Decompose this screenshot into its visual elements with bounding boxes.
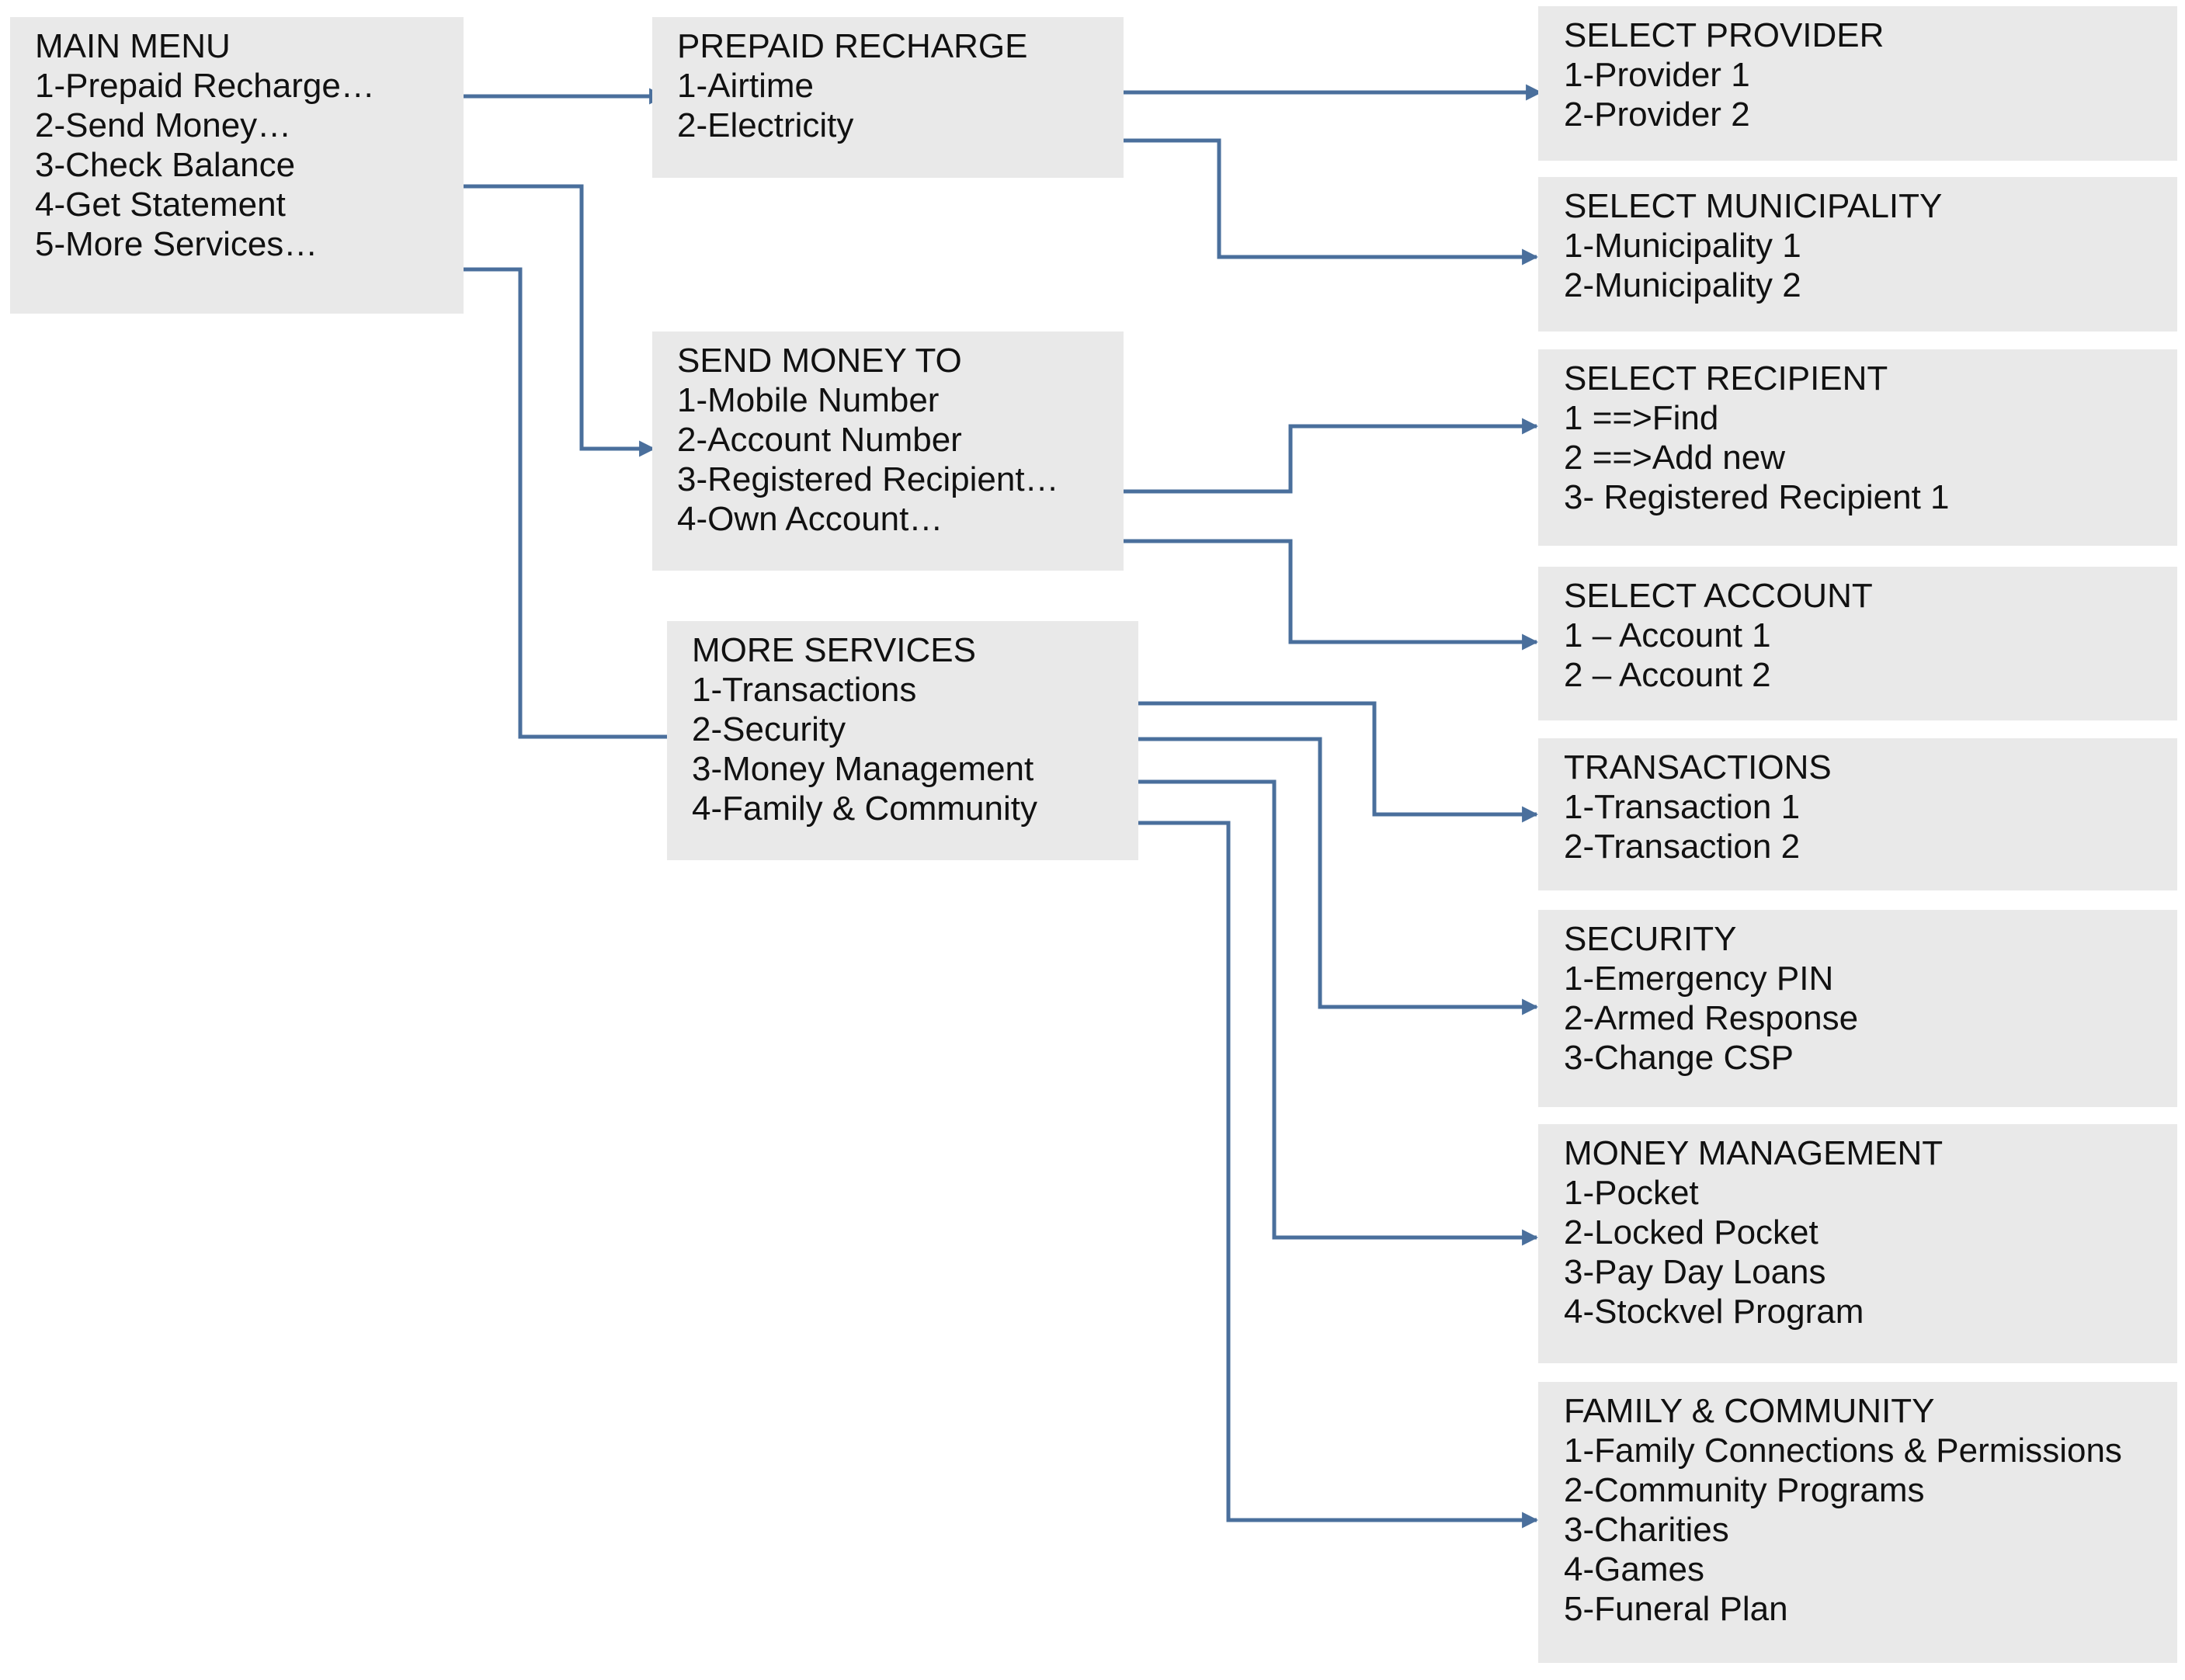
municipality-item-1[interactable]: 1-Municipality 1 [1564, 227, 1801, 265]
select-account-box: SELECT ACCOUNT 1 – Account 1 2 – Account… [1538, 567, 2177, 720]
main-menu-item-check-balance[interactable]: 3-Check Balance [35, 146, 296, 184]
send-money-item-account-number[interactable]: 2-Account Number [677, 421, 962, 459]
main-menu-title: MAIN MENU [35, 27, 231, 65]
main-menu-item-send-money[interactable]: 2-Send Money… [35, 106, 292, 144]
money-management-title: MONEY MANAGEMENT [1564, 1134, 1944, 1172]
prepaid-recharge-title: PREPAID RECHARGE [677, 27, 1028, 65]
family-item-games[interactable]: 4-Games [1564, 1550, 1704, 1588]
more-services-item-transactions[interactable]: 1-Transactions [692, 671, 917, 709]
money-item-pay-day-loans[interactable]: 3-Pay Day Loans [1564, 1253, 1826, 1291]
connector-registered-recipient [1052, 418, 1539, 494]
security-title: SECURITY [1564, 920, 1737, 958]
main-menu-item-get-statement[interactable]: 4-Get Statement [35, 186, 286, 224]
money-item-locked-pocket[interactable]: 2-Locked Pocket [1564, 1213, 1819, 1251]
more-services-title: MORE SERVICES [692, 631, 976, 669]
prepaid-item-electricity[interactable]: 2-Electricity [677, 106, 854, 144]
more-services-item-money-management[interactable]: 3-Money Management [692, 750, 1034, 788]
family-item-charities[interactable]: 3-Charities [1564, 1511, 1729, 1549]
security-item-change-csp[interactable]: 3-Change CSP [1564, 1039, 1794, 1077]
family-item-community-programs[interactable]: 2-Community Programs [1564, 1471, 1925, 1509]
connector-more-services [356, 267, 692, 745]
account-item-1[interactable]: 1 – Account 1 [1564, 616, 1771, 654]
municipality-item-2[interactable]: 2-Municipality 2 [1564, 266, 1801, 304]
select-municipality-title: SELECT MUNICIPALITY [1564, 187, 1943, 225]
connector-family-community [1064, 821, 1539, 1529]
recipient-item-add-new[interactable]: 2 ==>Add new [1564, 439, 1786, 477]
connector-own-account [1052, 539, 1539, 651]
security-item-armed-response[interactable]: 2-Armed Response [1564, 999, 1859, 1037]
money-management-box: MONEY MANAGEMENT 1-Pocket 2-Locked Pocke… [1538, 1124, 2177, 1363]
recipient-item-registered-1[interactable]: 3- Registered Recipient 1 [1564, 478, 1950, 516]
send-money-item-own-account[interactable]: 4-Own Account… [677, 500, 943, 538]
provider-item-2[interactable]: 2-Provider 2 [1564, 95, 1750, 134]
more-services-item-family-community[interactable]: 4-Family & Community [692, 790, 1037, 828]
family-community-title: FAMILY & COMMUNITY [1564, 1392, 1935, 1430]
main-menu-item-more-services[interactable]: 5-More Services… [35, 225, 318, 263]
send-money-item-mobile-number[interactable]: 1-Mobile Number [677, 381, 940, 419]
transactions-title: TRANSACTIONS [1564, 748, 1832, 786]
family-community-box: FAMILY & COMMUNITY 1-Family Connections … [1538, 1382, 2177, 1663]
money-item-stockvel-program[interactable]: 4-Stockvel Program [1564, 1293, 1864, 1331]
transactions-box: TRANSACTIONS 1-Transaction 1 2-Transacti… [1538, 738, 2177, 890]
security-box: SECURITY 1-Emergency PIN 2-Armed Respons… [1538, 910, 2177, 1107]
select-recipient-title: SELECT RECIPIENT [1564, 359, 1888, 397]
family-item-funeral-plan[interactable]: 5-Funeral Plan [1564, 1590, 1788, 1628]
recipient-item-find[interactable]: 1 ==>Find [1564, 399, 1719, 437]
prepaid-item-airtime[interactable]: 1-Airtime [677, 67, 815, 105]
select-municipality-box: SELECT MUNICIPALITY 1-Municipality 1 2-M… [1538, 177, 2177, 331]
select-account-title: SELECT ACCOUNT [1564, 577, 1873, 615]
connector-money-management [1064, 779, 1539, 1246]
prepaid-recharge-box: PREPAID RECHARGE 1-Airtime 2-Electricity [652, 17, 1124, 178]
select-recipient-box: SELECT RECIPIENT 1 ==>Find 2 ==>Add new … [1538, 349, 2177, 546]
transaction-item-2[interactable]: 2-Transaction 2 [1564, 828, 1801, 866]
money-item-pocket[interactable]: 1-Pocket [1564, 1174, 1699, 1212]
send-money-to-title: SEND MONEY TO [677, 342, 962, 380]
main-menu-item-prepaid-recharge[interactable]: 1-Prepaid Recharge… [35, 67, 375, 105]
connector-check-balance [356, 184, 656, 457]
connector-transactions [1052, 701, 1539, 823]
transaction-item-1[interactable]: 1-Transaction 1 [1564, 788, 1801, 826]
main-menu-box: MAIN MENU 1-Prepaid Recharge… 2-Send Mon… [10, 17, 464, 314]
family-item-connections-permissions[interactable]: 1-Family Connections & Permissions [1564, 1432, 2122, 1470]
select-provider-box: SELECT PROVIDER 1-Provider 1 2-Provider … [1538, 6, 2177, 161]
more-services-item-security[interactable]: 2-Security [692, 710, 846, 748]
more-services-box: MORE SERVICES 1-Transactions 2-Security … [667, 621, 1138, 860]
send-money-to-box: SEND MONEY TO 1-Mobile Number 2-Account … [652, 331, 1124, 571]
security-item-emergency-pin[interactable]: 1-Emergency PIN [1564, 960, 1834, 998]
select-provider-title: SELECT PROVIDER [1564, 16, 1885, 54]
send-money-item-registered-recipient[interactable]: 3-Registered Recipient… [677, 460, 1059, 498]
provider-item-1[interactable]: 1-Provider 1 [1564, 56, 1750, 94]
account-item-2[interactable]: 2 – Account 2 [1564, 656, 1771, 694]
